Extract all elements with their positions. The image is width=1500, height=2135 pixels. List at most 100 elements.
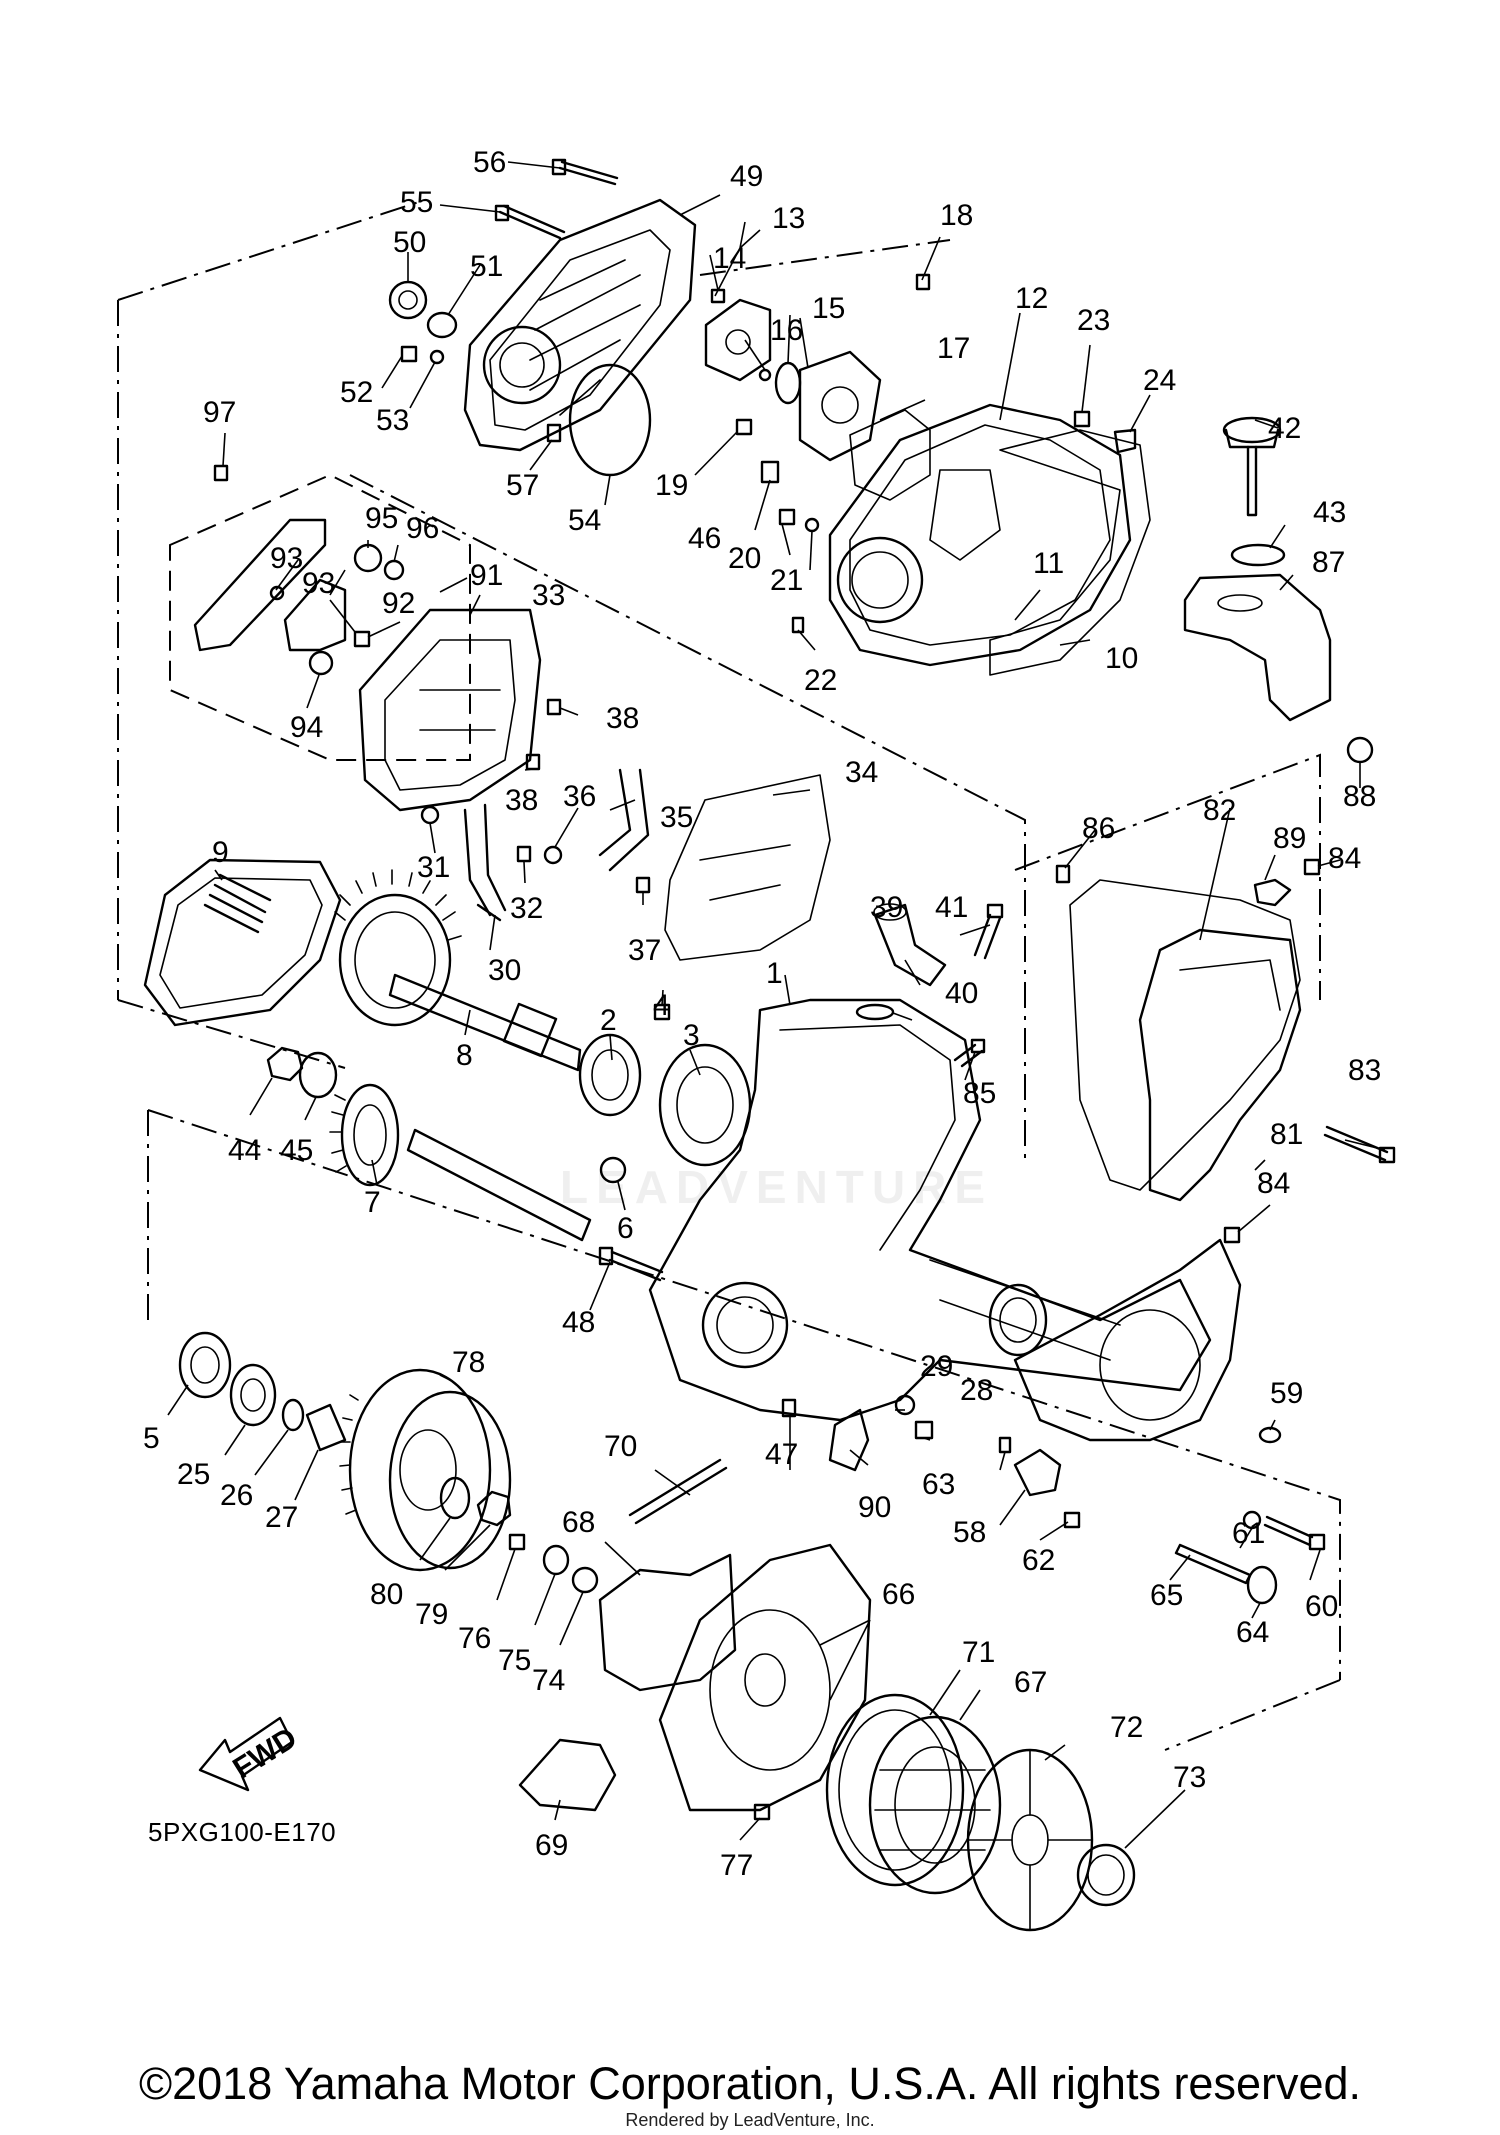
oil-seal-25 [229, 1363, 277, 1427]
callout-7: 7 [364, 1186, 381, 1219]
copyright-notice: ©2018 Yamaha Motor Corporation, U.S.A. A… [138, 2058, 1362, 2109]
bolt-92 [353, 630, 371, 648]
fwd-label: FWD [227, 1721, 302, 1785]
bolt-41 [973, 903, 1004, 960]
callout-30: 30 [488, 954, 521, 987]
gasket-17 [849, 409, 931, 501]
drain-bolt-28 [914, 1420, 934, 1440]
callout-78: 78 [452, 1346, 485, 1379]
shaft-7 [406, 1128, 592, 1242]
clutch-cover-49 [463, 198, 697, 452]
callout-76: 76 [458, 1622, 491, 1655]
bearing-64 [1246, 1565, 1278, 1605]
callout-60: 60 [1305, 1590, 1338, 1623]
fitting-39 [873, 903, 947, 987]
o-ring-15 [774, 361, 802, 405]
clamp-31 [420, 805, 440, 825]
cover-33 [358, 608, 542, 812]
gasket-29 [894, 1394, 916, 1416]
callout-17: 17 [937, 332, 970, 365]
callout-84a: 84 [1328, 842, 1361, 875]
callout-69: 69 [535, 1829, 568, 1862]
callout-42: 42 [1268, 412, 1301, 445]
callout-39: 39 [870, 891, 903, 924]
callout-13: 13 [772, 202, 805, 235]
leader-lines [167, 161, 1386, 1849]
dowel-86 [1055, 864, 1071, 884]
callout-23: 23 [1077, 304, 1110, 337]
callout-22: 22 [804, 664, 837, 697]
dowel-63 [998, 1436, 1012, 1454]
callout-50: 50 [393, 226, 426, 259]
callout-92: 92 [382, 587, 415, 620]
cover-81 [1138, 928, 1302, 1202]
callout-72: 72 [1110, 1711, 1143, 1744]
bolt-84a [1303, 858, 1321, 876]
callout-25: 25 [177, 1458, 210, 1491]
callout-40: 40 [945, 977, 978, 1010]
shaft-65 [1174, 1543, 1252, 1585]
oil-filler-cap-42 [1222, 416, 1282, 517]
callout-5: 5 [143, 1422, 160, 1455]
watermark-text: LEADVENTURE [560, 1161, 994, 1213]
bolt-20 [778, 508, 796, 526]
collar-94 [308, 650, 334, 676]
dowel-38a [546, 698, 562, 716]
callout-93b: 93 [302, 567, 335, 600]
callout-41: 41 [935, 891, 968, 924]
right-case-housing [1013, 1238, 1242, 1442]
callout-71: 71 [962, 1636, 995, 1669]
bearing-3 [658, 1043, 752, 1167]
bolt-32 [516, 845, 532, 863]
callout-75: 75 [498, 1644, 531, 1677]
callout-58: 58 [953, 1516, 986, 1549]
callout-90: 90 [858, 1491, 891, 1524]
washer-53 [429, 349, 445, 365]
callout-54: 54 [568, 504, 601, 537]
bolt-60 [1263, 1515, 1326, 1551]
bolt-52 [400, 345, 418, 363]
pump-plate-13 [704, 298, 772, 382]
o-ring-51 [426, 311, 458, 339]
callout-81: 81 [1270, 1118, 1303, 1151]
drive-belt-9 [143, 858, 342, 1027]
callout-94: 94 [290, 711, 323, 744]
plug-6 [599, 1156, 627, 1184]
bolt-76 [508, 1533, 526, 1551]
clamp-36 [543, 845, 563, 865]
bolt-77 [753, 1803, 771, 1821]
bracket-87 [1183, 573, 1332, 722]
callout-15: 15 [812, 292, 845, 325]
callout-3: 3 [683, 1019, 700, 1052]
bolt-56 [551, 158, 619, 186]
duct-69 [518, 1738, 617, 1812]
bolt-18 [915, 273, 931, 291]
callout-97: 97 [203, 396, 236, 429]
bolt-37 [635, 876, 651, 894]
callout-68: 68 [562, 1506, 595, 1539]
bolt-83 [1323, 1125, 1396, 1164]
render-credit: Rendered by LeadVenture, Inc. [625, 2110, 875, 2130]
callout-18: 18 [940, 199, 973, 232]
dowel-59 [1258, 1426, 1282, 1444]
callout-89: 89 [1273, 822, 1306, 855]
fwd-direction-arrow: FWD [198, 1716, 303, 1792]
pump-housing [798, 350, 882, 462]
washer-75 [542, 1544, 570, 1576]
callout-26: 26 [220, 1479, 253, 1512]
callout-91: 91 [470, 559, 503, 592]
bolt-55 [494, 204, 566, 240]
bolt-23 [1073, 410, 1091, 428]
callout-79: 79 [415, 1598, 448, 1631]
callout-48: 48 [562, 1306, 595, 1339]
shaft-8 [388, 973, 582, 1072]
washer-21 [804, 517, 820, 533]
callout-63: 63 [922, 1468, 955, 1501]
callout-64: 64 [1236, 1616, 1269, 1649]
callout-11: 11 [1033, 547, 1064, 580]
o-ring-43 [1230, 543, 1286, 567]
bolt-62 [1063, 1511, 1081, 1529]
callout-38b: 38 [505, 784, 538, 817]
callout-21: 21 [770, 564, 803, 597]
bearing-2 [578, 1033, 642, 1117]
